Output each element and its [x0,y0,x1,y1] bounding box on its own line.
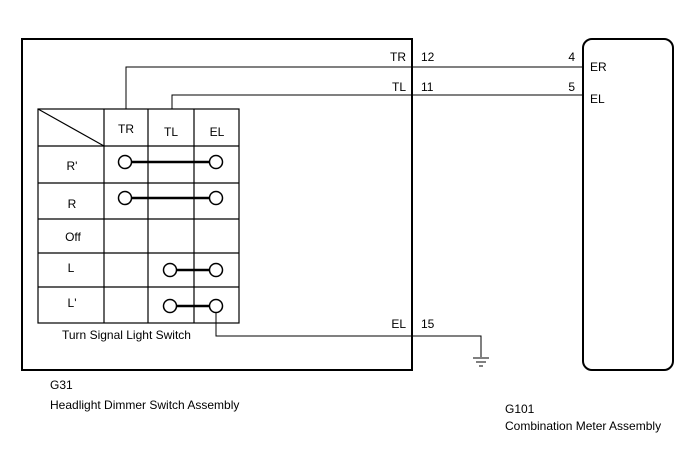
continuity-r [117,190,224,206]
col-header-el: EL [210,125,225,139]
pin-label-12: 12 [421,50,435,64]
continuity-l [162,262,224,278]
switch-assembly-name: Headlight Dimmer Switch Assembly [50,398,239,412]
meter-assembly-box [582,38,674,371]
col-header-tr: TR [118,122,134,136]
meter-pin-label-4: 4 [568,50,575,64]
signal-label-tl: TL [392,80,406,94]
meter-signal-label-el: EL [590,92,605,106]
row-header-off: Off [65,230,81,244]
continuity-r-prime [117,154,224,170]
ground-icon [473,357,489,367]
col-header-tl: TL [164,125,178,139]
switch-assembly-box [21,38,413,371]
row-header-l-prime: L' [68,296,77,310]
meter-assembly-name: Combination Meter Assembly [505,419,661,433]
row-header-r: R [68,197,77,211]
switch-assembly-id: G31 [50,378,73,392]
pin-label-11: 11 [421,80,434,94]
row-header-l: L [68,261,75,275]
wires [125,66,583,357]
wire-tr-er [125,66,583,109]
table-header-diagonal [37,108,105,147]
meter-signal-label-er: ER [590,60,607,74]
signal-label-tr: TR [390,50,406,64]
row-header-r-prime: R' [67,159,78,173]
meter-assembly-id: G101 [505,402,535,416]
wire-tl-el [171,94,583,109]
meter-pin-label-5: 5 [568,80,575,94]
switch-table [37,108,240,324]
continuity-l-prime [162,298,224,314]
wire-el-ground [215,312,482,357]
switch-name: Turn Signal Light Switch [62,328,191,342]
signal-label-el: EL [391,317,406,331]
pin-label-15: 15 [421,317,435,331]
